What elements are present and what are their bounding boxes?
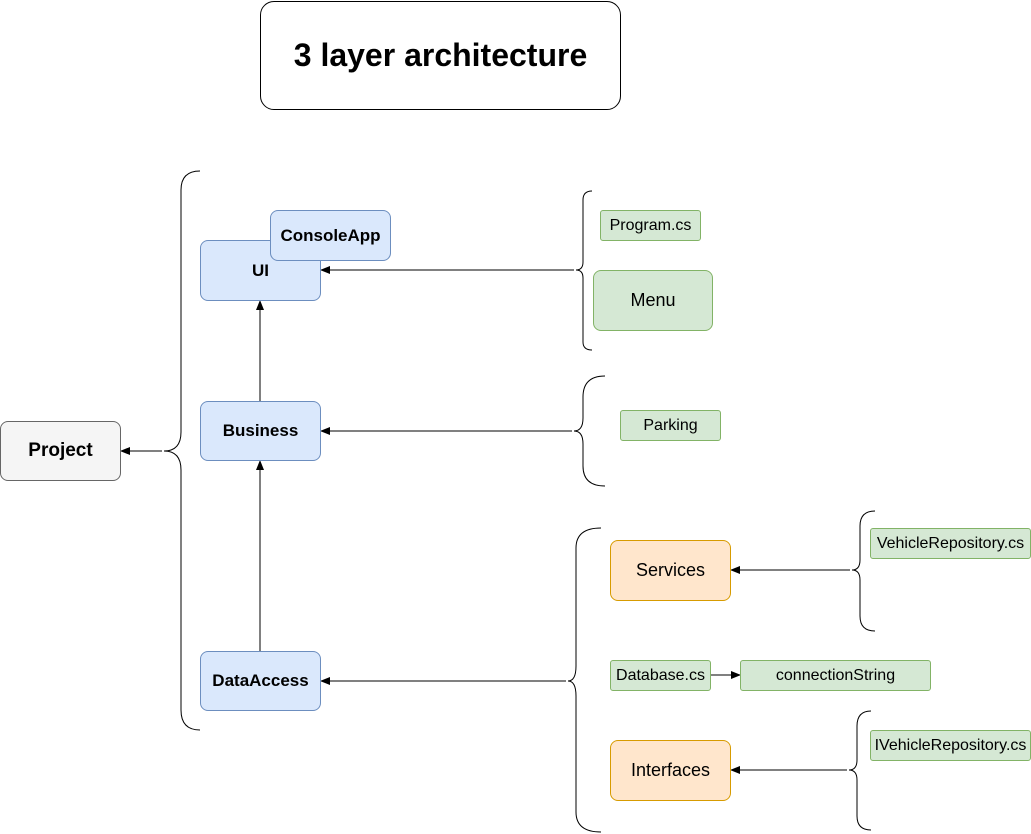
services-folder-node[interactable]: Services [610,540,731,601]
consoleapp-node[interactable]: ConsoleApp [270,210,391,261]
ui-brace [575,190,593,351]
menu-node[interactable]: Menu [593,270,713,331]
program-cs-node[interactable]: Program.cs [600,210,701,241]
parking-node[interactable]: Parking [620,410,721,441]
dataaccess-layer-node[interactable]: DataAccess [200,651,321,711]
ivehiclerepository-cs-node[interactable]: IVehicleRepository.cs [870,730,1031,761]
database-cs-node[interactable]: Database.cs [610,660,711,691]
services-brace [851,510,876,632]
dataaccess-brace [567,527,602,833]
project-brace [163,170,201,731]
interfaces-brace [848,710,872,831]
diagram-title: 3 layer architecture [260,1,621,110]
business-brace [573,375,606,487]
project-node[interactable]: Project [0,421,121,481]
vehiclerepository-cs-node[interactable]: VehicleRepository.cs [870,528,1031,559]
interfaces-folder-node[interactable]: Interfaces [610,740,731,801]
connectionstring-node[interactable]: connectionString [740,660,931,691]
business-layer-node[interactable]: Business [200,401,321,461]
